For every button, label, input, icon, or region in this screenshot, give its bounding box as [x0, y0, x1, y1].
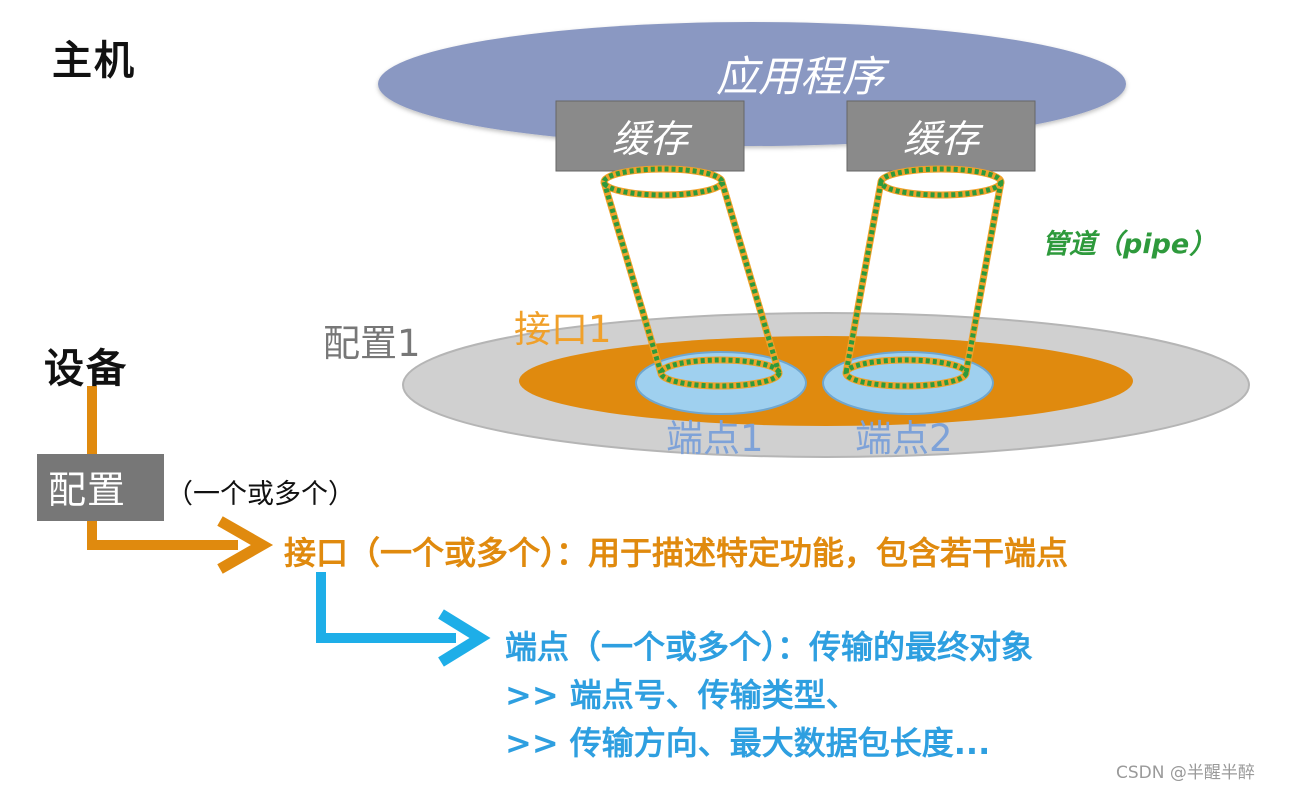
device-label: 设备	[44, 346, 128, 392]
config-count-label: （一个或多个）	[166, 479, 355, 510]
watermark: CSDN @半醒半醉	[1116, 763, 1255, 783]
orange-elbow-arrow-icon	[87, 386, 274, 574]
buffer-box-2	[846, 100, 1036, 172]
config-box	[37, 454, 164, 521]
configuration-label: 配置1	[323, 322, 421, 365]
buffer-box-1	[555, 100, 745, 172]
pipe-2	[842, 165, 1005, 390]
endpoint-detail-1: >> 端点号、传输类型、	[505, 676, 858, 714]
interface-description: 接口（一个或多个）：用于描述特定功能，包含若干端点	[284, 534, 1069, 572]
endpoint-label-2: 端点2	[855, 417, 953, 460]
interface-label: 接口1	[514, 308, 612, 351]
application-label: 应用程序	[716, 52, 890, 101]
endpoint-description: 端点（一个或多个）：传输的最终对象	[505, 628, 1034, 666]
host-label: 主机	[52, 38, 136, 84]
endpoint-detail-2: >> 传输方向、最大数据包长度...	[505, 724, 991, 762]
endpoint-label-1: 端点1	[666, 417, 764, 460]
buffer-label-1: 缓存	[612, 117, 693, 161]
pipe-label: 管道（pipe）	[1042, 229, 1216, 260]
buffer-label-2: 缓存	[903, 117, 984, 161]
pipe-1	[600, 165, 783, 390]
config-box-label: 配置	[48, 468, 127, 512]
blue-elbow-arrow-icon	[316, 572, 491, 667]
